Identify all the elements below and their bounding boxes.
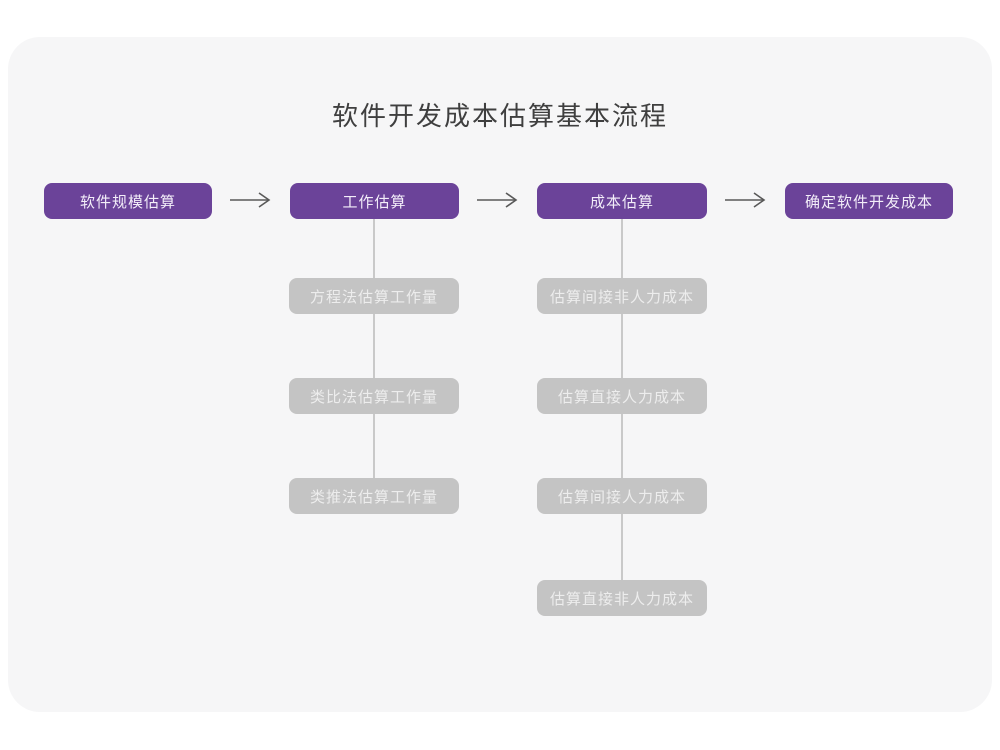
flow-node-work-estimation[interactable]: 工作估算 xyxy=(290,183,459,219)
flow-node-software-scale-estimation[interactable]: 软件规模估算 xyxy=(44,183,212,219)
flow-node-label: 成本估算 xyxy=(589,193,654,211)
flow-arrow-icon xyxy=(476,190,518,210)
flow-arrow-icon xyxy=(724,190,766,210)
sub-node-indirect-non-labor-cost[interactable]: 估算间接非人力成本 xyxy=(537,278,707,314)
sub-node-label: 估算间接非人力成本 xyxy=(549,288,694,306)
sub-node-indirect-labor-cost[interactable]: 估算间接人力成本 xyxy=(537,478,707,514)
sub-node-extrapolation-method[interactable]: 类推法估算工作量 xyxy=(289,478,459,514)
sub-node-direct-non-labor-cost[interactable]: 估算直接非人力成本 xyxy=(537,580,707,616)
sub-node-direct-labor-cost[interactable]: 估算直接人力成本 xyxy=(537,378,707,414)
flow-arrow-icon xyxy=(229,190,271,210)
connector-line-work-estimation xyxy=(373,219,375,497)
flow-node-label: 确定软件开发成本 xyxy=(804,193,933,211)
sub-node-label: 估算直接人力成本 xyxy=(557,388,686,406)
sub-node-label: 估算直接非人力成本 xyxy=(549,590,694,608)
sub-node-label: 类推法估算工作量 xyxy=(309,488,438,506)
sub-node-label: 方程法估算工作量 xyxy=(309,288,438,306)
flowchart-card-background xyxy=(8,37,992,712)
sub-node-analogy-method[interactable]: 类比法估算工作量 xyxy=(289,378,459,414)
sub-node-label: 类比法估算工作量 xyxy=(309,388,438,406)
diagram-title: 软件开发成本估算基本流程 xyxy=(331,101,668,131)
flow-node-cost-estimation[interactable]: 成本估算 xyxy=(537,183,707,219)
flow-node-determine-development-cost[interactable]: 确定软件开发成本 xyxy=(785,183,953,219)
sub-node-label: 估算间接人力成本 xyxy=(557,488,686,506)
flow-node-label: 软件规模估算 xyxy=(79,193,176,211)
flow-node-label: 工作估算 xyxy=(342,193,407,211)
sub-node-equation-method[interactable]: 方程法估算工作量 xyxy=(289,278,459,314)
